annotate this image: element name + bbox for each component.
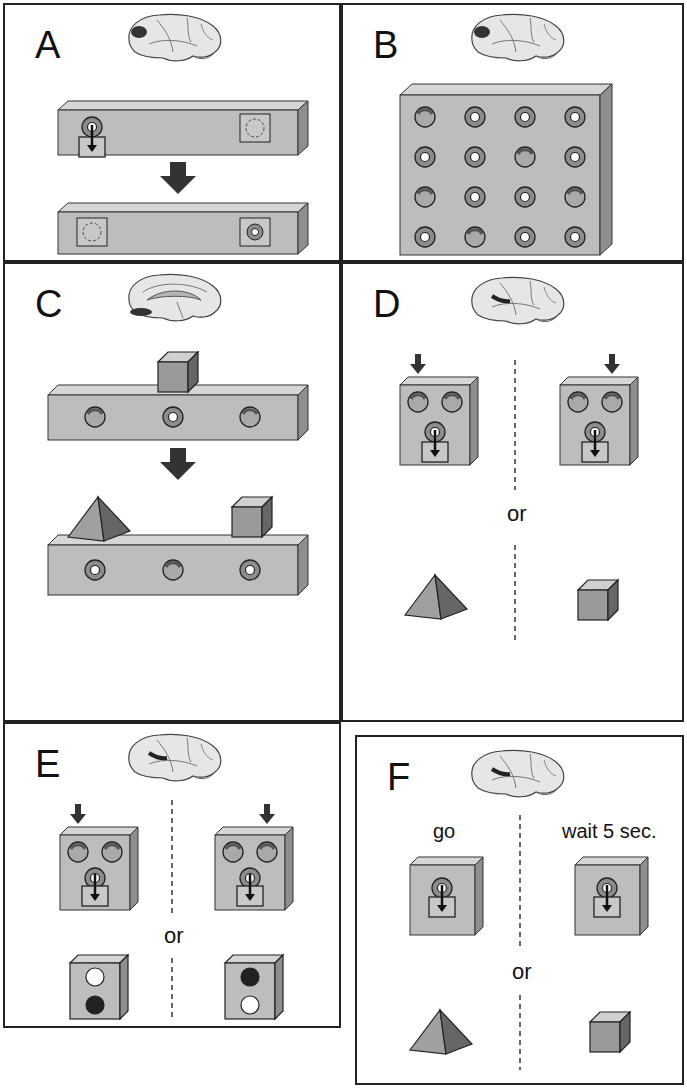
choice-label: or <box>512 960 532 984</box>
panel-box: A <box>3 3 341 262</box>
panel-box: B <box>341 3 684 262</box>
panel-letter: E <box>35 744 60 786</box>
panel-letter: F <box>387 757 410 799</box>
panel-box: Eor <box>3 722 341 1028</box>
choice-label: or <box>507 502 527 526</box>
panel-letter: D <box>373 284 400 326</box>
panel-box: C <box>3 262 341 722</box>
panel-box: Dor <box>341 262 684 722</box>
condition-label: go <box>433 820 455 842</box>
panel-letter: A <box>35 25 60 67</box>
panel-box: Fgo wait 5 sec. or <box>355 735 684 1085</box>
choice-label: or <box>164 924 184 948</box>
condition-label: wait 5 sec. <box>562 820 656 842</box>
panel-letter: B <box>373 25 398 67</box>
panel-letter: C <box>35 284 62 326</box>
